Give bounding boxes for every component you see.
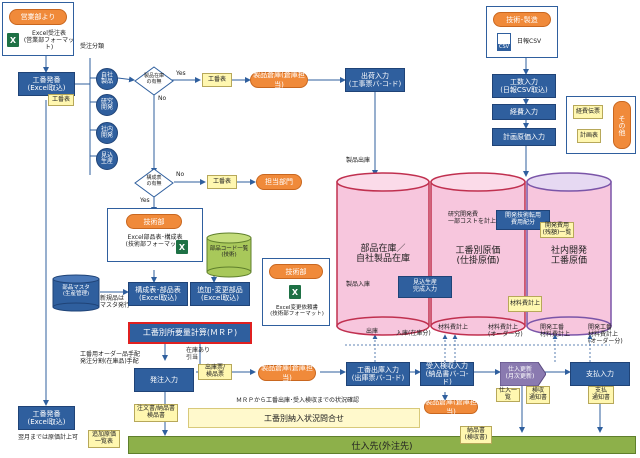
sales-dept-panel: 営業部より X Excel受注表 (営業部フォーマット) <box>2 2 74 56</box>
zaiko-ari-label: 在庫あり 引当 <box>186 347 211 361</box>
tech-dept2-title: 技術部 <box>269 264 323 279</box>
kouban-hyou-note: 工番表 <box>48 94 74 106</box>
tsuika-henkou-box: 追加･変更部品 (Excel取込) <box>190 282 250 306</box>
sonota-panel: 経費伝票 計画表 その他 <box>566 96 636 154</box>
seihin-souko-pill-2: 製品倉庫(倉庫担当) <box>258 364 316 382</box>
kousu-nyuryoku-box: 工数入力 (日報CSV取込) <box>492 74 556 98</box>
decision-zaiko: 製品在庫 の有無 <box>134 66 174 96</box>
kaihatsu-hiyou-note: 開発費用 (残額)一覧 <box>540 222 574 238</box>
shiire-koushin-label: 仕入更新 (月次更新) <box>505 366 535 380</box>
buhin-master-label: 部品マスタ (生産管理) <box>62 285 90 298</box>
shiharai-hyou-note: 支払 通知書 <box>588 386 614 404</box>
zairyou2-label: 材料費計上 (オーダー分) <box>488 324 523 338</box>
order-note-label: 工番用オーダー品手配 発注分割(在庫品)手配 <box>80 351 141 365</box>
shukko-label: 出庫 <box>366 328 379 335</box>
shiire-ichiran-note: 仕入一覧 <box>496 388 520 402</box>
tech-dept2-file: Excel変更依頼書 (技術部フォーマット) <box>270 305 324 318</box>
zairyou-hiyou-note: 材料費計上 <box>508 296 542 312</box>
sales-dept-title: 営業部より <box>9 9 67 25</box>
sales-file-label: Excel受注表 (営業部フォーマット) <box>23 30 75 51</box>
kaihatsu-kouji2-label: 開発工番 材料費計上 (オーダー分) <box>588 324 623 345</box>
shinki-buhin-label: 新規品は マスタ発行 <box>100 295 131 309</box>
buhin-code-db: 部品コード一覧 (技術) <box>206 232 252 278</box>
excel-icon-3: X <box>289 285 301 299</box>
decision-kousei: 構成表 の有無 <box>134 168 174 198</box>
tech-mfg-file: 日報CSV <box>517 38 542 45</box>
hacchusho-note: 注文書/納品書 検品書 <box>134 404 178 422</box>
keihi-hyou-note: 経費伝票 <box>573 105 603 119</box>
nouhin-kenshuu-note: 納品書 (検収書) <box>460 426 492 444</box>
circle-shanai: 社内 開発 <box>96 122 118 144</box>
seihin-shukka-label: 製品出庫 <box>346 157 371 164</box>
circle-kenkyu: 研究 開発 <box>96 94 118 116</box>
kaihatsu-kouji-label: 開発工番 材料費計上 <box>540 324 571 338</box>
kouban-hakkou-box-2: 工番発番 (Excel取込) <box>18 406 75 430</box>
buhin-code-label: 部品コード一覧 (技術) <box>209 246 249 259</box>
excel-icon-2: X <box>176 240 188 254</box>
sonota-pill: その他 <box>613 101 631 149</box>
excel-icon: X <box>7 33 19 47</box>
mrp-box: 工番別所要量計算(ＭＲＰ) <box>128 322 252 344</box>
shiharai-box: 支払入力 <box>570 362 630 386</box>
seihin-nyuko-label: 製品入庫 <box>346 281 371 288</box>
kouban-hyou-note-2: 工番表 <box>202 73 232 87</box>
cylinder-zaiko-label: 部品在庫／ 自社製品在庫 <box>355 244 410 265</box>
tsuika-ichiran-note: 追加原価 一覧表 <box>88 430 120 448</box>
cylinder-shanai: 社内開発 工番原価 <box>526 172 612 336</box>
keikaku-genka-box: 計画原価入力 <box>492 128 556 146</box>
circle-mikomi: 見込 生産 <box>96 148 118 170</box>
keihi-nyuryoku-box: 経費入力 <box>492 104 556 120</box>
kenkyu-note-label: 研究開発費 一部コストを計上 <box>448 211 497 225</box>
tech-mfg-panel: 技術･製造 CSV 日報CSV <box>486 6 558 58</box>
circle-jisha: 自社 製品 <box>96 68 118 90</box>
shiire-koushin-box: 仕入更新 (月次更新) <box>500 362 546 386</box>
no-label-1: No <box>158 95 167 102</box>
kenshu-hyou-note: 検収 通知書 <box>526 386 550 404</box>
decision-zaiko-label: 製品在庫 の有無 <box>143 73 164 85</box>
seihin-souko-pill-3: 製品倉庫(倉庫担当) <box>424 398 478 416</box>
mrp-note-label: ＭＲＰから工番出庫･受入検収までの状況確認 <box>236 397 360 404</box>
kouban-hakkou-box: 工番発番 (Excel取込) <box>18 72 75 96</box>
cylinder-genka-label: 工番別原価 (仕掛原価) <box>455 246 501 267</box>
zairyou1-label: 材料費計上 <box>438 324 469 331</box>
keikaku-hyou-note: 計画表 <box>577 129 601 143</box>
tech-dept-file: Excel部品表･構成表 (技術部フォーマット) <box>125 234 185 248</box>
cylinder-zaiko: 部品在庫／ 自社製品在庫 <box>336 172 430 336</box>
tech-dept2-panel: 技術部 X Excel変更依頼書 (技術部フォーマット) <box>262 258 330 326</box>
tantou-bumon-pill: 担当部門 <box>256 174 302 190</box>
decision-kousei-label: 構成表 の有無 <box>146 175 162 187</box>
no-label-2: No <box>176 171 185 178</box>
seihin-souko-pill-1: 製品倉庫(倉庫担当) <box>250 71 308 89</box>
cylinder-shanai-label: 社内開発 工番原価 <box>550 246 587 267</box>
shukka-nyuryoku-box: 出荷入力 (工事票バ-コ-ド) <box>345 68 405 92</box>
yes-label-2: Yes <box>140 197 150 204</box>
csv-icon: CSV <box>497 33 511 51</box>
shukko-hyou-note: 出庫票/ 検品票 <box>198 364 232 380</box>
hacchu-nyuryoku-box: 発注入力 <box>134 368 194 392</box>
kouban-hyou-note-3: 工番表 <box>207 175 237 189</box>
yes-label-1: Yes <box>176 70 186 77</box>
mikomi-kansei-box: 見込生産 完成入力 <box>398 276 452 298</box>
nyuko-label: 入庫(在庫分) <box>396 330 431 337</box>
tech-dept-title: 技術部 <box>126 214 182 229</box>
shiire-saki-bar: 仕入先(外注先) <box>128 436 636 454</box>
tech-dept-panel: 技術部 Excel部品表･構成表 (技術部フォーマット) <box>107 208 203 262</box>
getsumatsu-label: 翌月までは原価計上可 <box>18 434 79 441</box>
kaihatsu-gijutsu-box: 開発技術転用 費用配分 <box>496 210 550 230</box>
kouseihyou-box: 構成表･部品表 (Excel取込) <box>128 282 188 306</box>
kouban-shukko-box: 工番出庫入力 (出庫票バ-コ-ド) <box>346 362 410 386</box>
tech-mfg-title: 技術･製造 <box>493 12 551 27</box>
buhin-master-db: 部品マスタ (生産管理) <box>52 274 100 312</box>
order-class-label: 受注分類 <box>80 43 105 50</box>
ukeire-kenshuu-box: 受入検収入力 (納品書バ-コ-ド) <box>420 362 474 386</box>
kouban-nyuka-bar[interactable]: 工番別納入状況問合せ <box>188 408 420 428</box>
